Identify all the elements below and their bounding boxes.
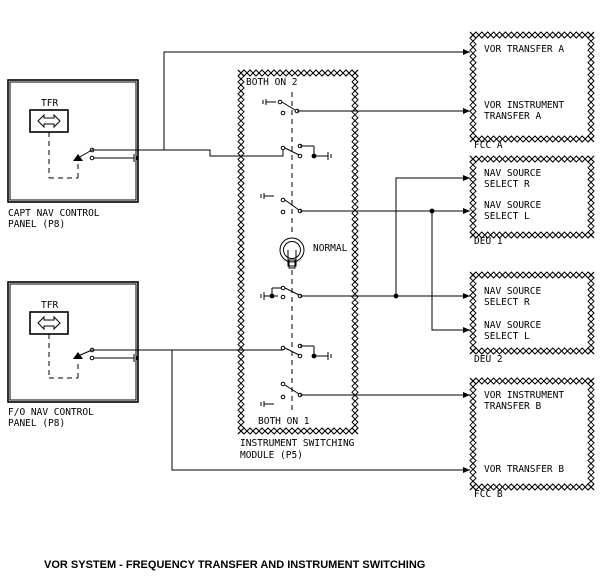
deu1-nav-src-l-label-1: NAV SOURCE xyxy=(484,200,541,211)
capt-panel-label-2: PANEL (P8) xyxy=(8,219,65,230)
vor-instr-transfer-a-label-1: VOR INSTRUMENT xyxy=(484,100,564,111)
ism-module-border xyxy=(237,69,359,435)
wiring xyxy=(92,49,470,473)
capt-tfr-label: TFR xyxy=(41,98,58,109)
instrument-switch-toggle[interactable] xyxy=(279,237,305,269)
deu1-nav-src-r-label-1: NAV SOURCE xyxy=(484,168,541,179)
fo-nav-control-panel: TFR F/O NAV CONTROL PANEL (P8) xyxy=(7,281,139,429)
vor-instr-transfer-a-label-2: TRANSFER A xyxy=(484,111,541,122)
deu2-nav-src-l-label-2: SELECT L xyxy=(484,331,530,342)
normal-label: NORMAL xyxy=(313,243,348,254)
deu1-nav-src-r-label-2: SELECT R xyxy=(484,179,530,190)
figure-caption: VOR SYSTEM - FREQUENCY TRANSFER AND INST… xyxy=(44,559,425,571)
vor-instr-transfer-b-label-1: VOR INSTRUMENT xyxy=(484,390,564,401)
ism-label-2: MODULE (P5) xyxy=(240,450,303,461)
ism-contacts xyxy=(260,99,332,407)
deu2-border xyxy=(469,271,595,355)
transfer-arrow-icon xyxy=(37,113,61,129)
deu1-label: DEU 1 xyxy=(474,236,503,247)
both-on-1-label: BOTH ON 1 xyxy=(258,416,310,427)
deu2-nav-src-r-label-1: NAV SOURCE xyxy=(484,286,541,297)
fo-panel-label-1: F/O NAV CONTROL xyxy=(8,407,94,418)
deu1-border xyxy=(469,155,595,239)
transfer-arrow-icon xyxy=(37,315,61,331)
fcc-a-border xyxy=(469,31,595,143)
hatched-borders xyxy=(237,31,595,491)
fo-panel-label-2: PANEL (P8) xyxy=(8,418,65,429)
deu2-nav-src-r-label-2: SELECT R xyxy=(484,297,530,308)
ism-label-1: INSTRUMENT SWITCHING xyxy=(240,438,355,449)
capt-panel-label-1: CAPT NAV CONTROL xyxy=(8,208,100,219)
capt-nav-control-panel: TFR CAPT NAV CONTROL PANEL (P8) xyxy=(7,79,139,230)
deu2-label: DEU 2 xyxy=(474,354,503,365)
vor-instr-transfer-b-label-2: TRANSFER B xyxy=(484,401,541,412)
both-on-2-label: BOTH ON 2 xyxy=(246,77,297,88)
fcc-b-label: FCC B xyxy=(474,489,503,500)
vor-transfer-a-label: VOR TRANSFER A xyxy=(484,44,564,55)
vor-transfer-b-label: VOR TRANSFER B xyxy=(484,464,564,475)
fcc-b-border xyxy=(469,377,595,491)
fcc-a-label: FCC A xyxy=(474,140,503,151)
deu1-nav-src-l-label-2: SELECT L xyxy=(484,211,530,222)
deu2-nav-src-l-label-1: NAV SOURCE xyxy=(484,320,541,331)
fo-tfr-label: TFR xyxy=(41,300,58,311)
